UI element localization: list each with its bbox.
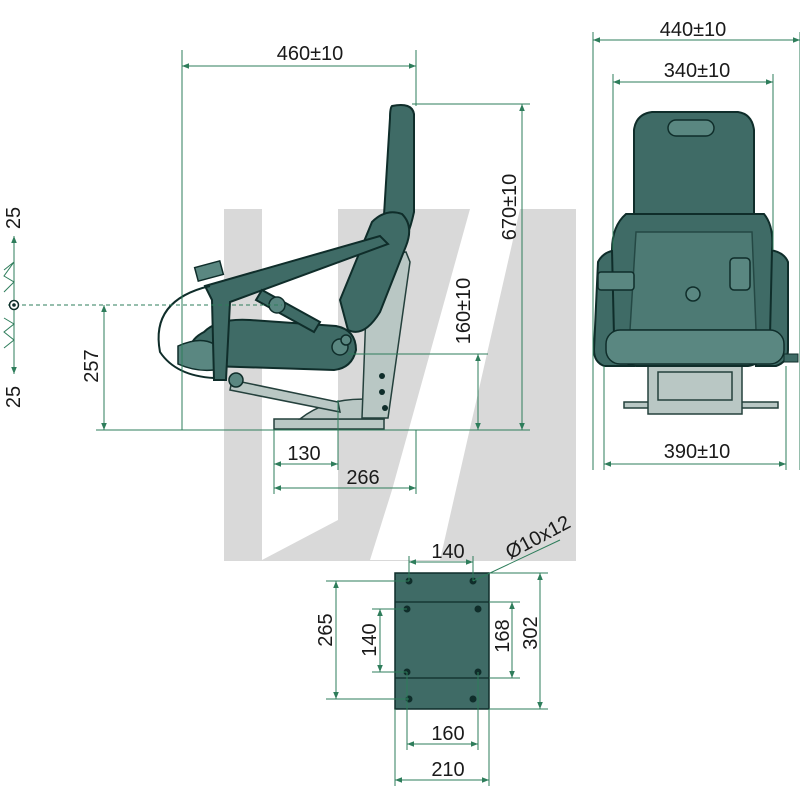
label-suspension-down: 25 [3, 386, 25, 408]
label-side-overall-height: 670±10 [499, 174, 521, 241]
label-front-overall-width: 440±10 [660, 19, 727, 41]
label-base-offset: 130 [287, 443, 320, 465]
side-view-dimensions [3, 50, 530, 494]
label-base-depth: 266 [346, 467, 379, 489]
label-side-overall-width: 460±10 [277, 43, 344, 65]
label-inner-height: 140 [359, 623, 381, 656]
mount-hole [474, 605, 482, 613]
label-hole-spacing-bottom: 160 [431, 723, 464, 745]
label-hole-spacing-top: 140 [431, 541, 464, 563]
label-pivot-height: 160±10 [453, 278, 475, 345]
seat-side-view [157, 104, 415, 430]
label-suspension-up: 25 [3, 207, 25, 229]
label-plate-height: 302 [520, 616, 542, 649]
mounting-plate [394, 572, 490, 710]
mount-hole [469, 695, 477, 703]
label-slot-height: 168 [492, 619, 514, 652]
front-view-dimensions [592, 32, 800, 470]
label-base-width: 390±10 [664, 441, 731, 463]
seat-front-view [592, 111, 799, 415]
mounting-plate-dimensions [326, 539, 561, 786]
label-plate-width: 210 [431, 759, 464, 781]
label-outer-height: 265 [315, 613, 337, 646]
label-seat-height: 257 [81, 349, 103, 382]
label-backrest-width: 340±10 [664, 60, 731, 82]
